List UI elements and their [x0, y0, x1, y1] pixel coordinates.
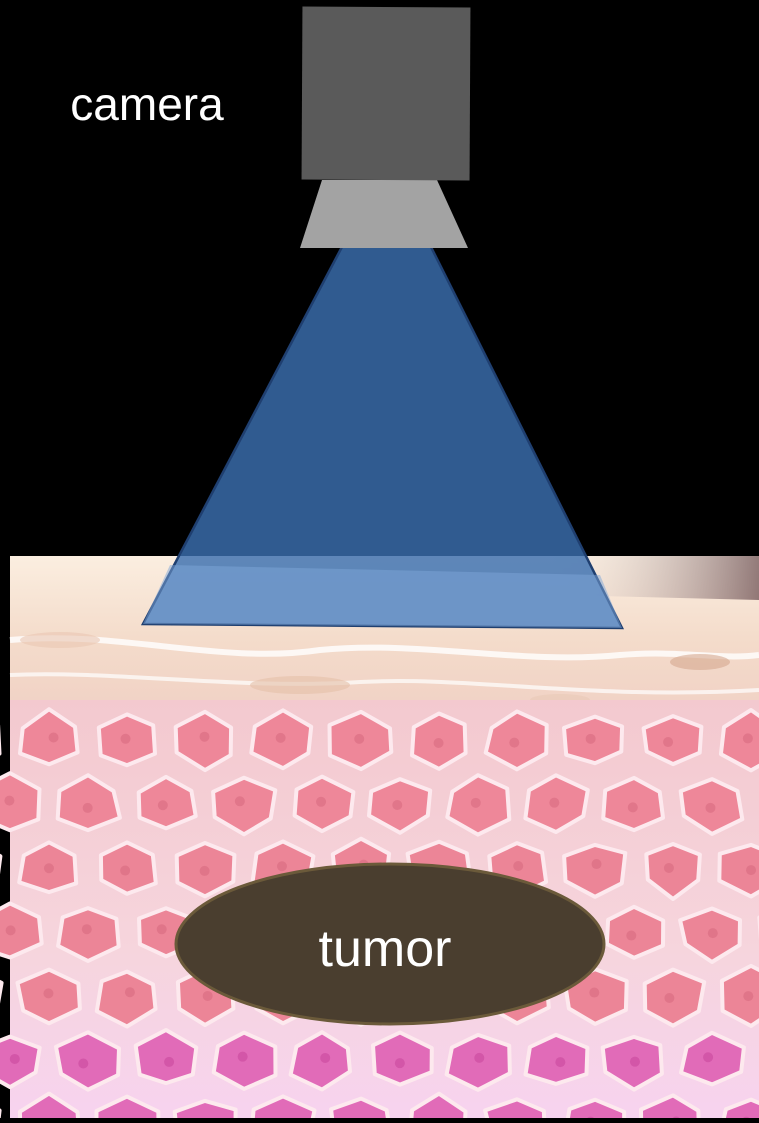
cell-nucleus: [10, 1054, 20, 1064]
cell-nucleus: [203, 991, 213, 1001]
cell-nucleus: [4, 796, 14, 806]
cell-nucleus: [746, 865, 756, 875]
camera-body: [302, 7, 471, 181]
cell-nucleus: [82, 924, 92, 934]
camera-icon: [300, 7, 470, 248]
tumor-label: tumor: [319, 920, 452, 978]
cell-nucleus: [586, 734, 596, 744]
cell-nucleus: [316, 797, 326, 807]
cell-nucleus: [592, 859, 602, 869]
cell-nucleus: [708, 928, 718, 938]
cell-nucleus: [49, 733, 59, 743]
cell-nucleus: [158, 800, 168, 810]
cell-nucleus: [120, 866, 130, 876]
cell-nucleus: [121, 734, 131, 744]
cell-nucleus: [555, 1057, 565, 1067]
camera-label: camera: [70, 78, 224, 130]
cell-nucleus: [43, 988, 53, 998]
cell-nucleus: [164, 1057, 174, 1067]
cell-nucleus: [513, 861, 523, 871]
cell-nucleus: [705, 803, 715, 813]
cell-nucleus: [509, 738, 519, 748]
cell-nucleus: [392, 800, 402, 810]
cell-nucleus: [395, 1058, 405, 1068]
cell-nucleus: [474, 1053, 484, 1063]
cell-nucleus: [628, 802, 638, 812]
cell-nucleus: [663, 737, 673, 747]
cell-nucleus: [743, 733, 753, 743]
cell-nucleus: [78, 1058, 88, 1068]
cell-nucleus: [200, 866, 210, 876]
cell-nucleus: [434, 738, 444, 748]
cell-nucleus: [354, 734, 364, 744]
cell-nucleus: [630, 1057, 640, 1067]
cell-nucleus: [589, 988, 599, 998]
cell-nucleus: [44, 863, 54, 873]
cell-nucleus: [238, 1052, 248, 1062]
cell-nucleus: [664, 993, 674, 1003]
cell-nucleus: [320, 1053, 330, 1063]
cell-nucleus: [157, 924, 167, 934]
cell-nucleus: [235, 796, 245, 806]
cell-nucleus: [125, 987, 135, 997]
cell-nucleus: [83, 803, 93, 813]
cell-nucleus: [743, 991, 753, 1001]
cell-nucleus: [703, 1052, 713, 1062]
cell-nucleus: [626, 931, 636, 941]
cell-nucleus: [471, 798, 481, 808]
cell-nucleus: [276, 733, 286, 743]
cell-nucleus: [549, 798, 559, 808]
cell-nucleus: [6, 925, 16, 935]
cell-nucleus: [200, 732, 210, 742]
cell-nucleus: [664, 863, 674, 873]
cell-nucleus: [277, 861, 287, 871]
